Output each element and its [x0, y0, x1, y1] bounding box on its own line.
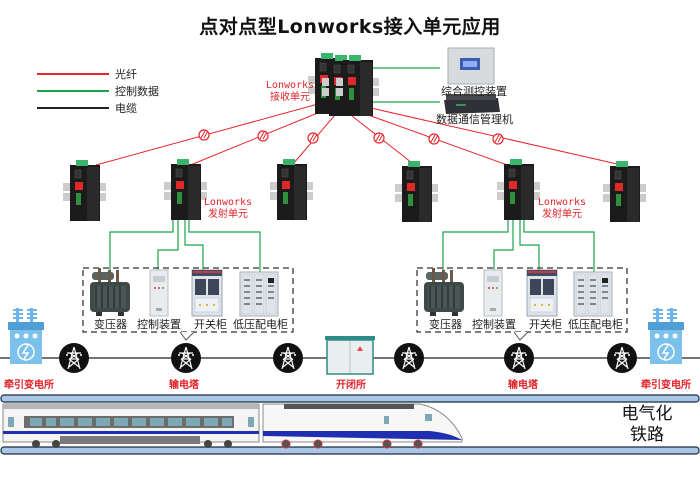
equipment-label: 低压配电柜: [233, 318, 288, 331]
tower-icon: [58, 342, 90, 374]
legend-control-label: 控制数据: [115, 85, 159, 98]
equipment-group-box-left: [82, 267, 294, 333]
receiver-label-line2: 接收单元: [270, 92, 310, 103]
equipment-label: 开关柜: [194, 318, 227, 331]
rail-top: [0, 394, 700, 403]
lv-cabinet-icon: [239, 271, 279, 317]
receiver-label: Lonworks 接收单元: [262, 80, 318, 104]
tower-icon: [503, 342, 535, 374]
switchgear-icon: [191, 269, 223, 317]
receiver-label-line1: Lonworks: [265, 80, 315, 91]
transmitter-label-line1: Lonworks: [203, 197, 253, 208]
tower-icon: [170, 342, 202, 374]
equipment-label: 低压配电柜: [568, 318, 623, 331]
fiber-break-markers: [198, 129, 504, 145]
switching-station-label: 开闭所: [336, 380, 366, 391]
switchgear-icon: [526, 269, 558, 317]
tower-icon: [393, 342, 425, 374]
group-pointer-right: [513, 331, 529, 341]
equipment-group-box-right: [416, 267, 628, 333]
control-lines-group-right: [442, 220, 595, 275]
transmitter-label-right: Lonworks 发射单元: [534, 197, 590, 221]
lv-cabinet-icon: [573, 271, 613, 317]
transmitter-label-line2: 发射单元: [542, 209, 582, 220]
train-icon: [2, 403, 463, 449]
tower-icon: [272, 342, 304, 374]
equipment-label: 控制装置: [137, 318, 181, 331]
transformer-icon: [423, 267, 465, 317]
diagram-title: 点对点型Lonworks接入单元应用: [199, 16, 501, 38]
equipment-label: 变压器: [94, 318, 127, 331]
equipment-label: 变压器: [429, 318, 462, 331]
transmitter-label-left: Lonworks 发射单元: [200, 197, 256, 221]
substation-icon-left: [7, 307, 45, 365]
substation-icon-right: [647, 307, 685, 365]
control-lines-center: [370, 67, 440, 103]
transformer-icon: [89, 267, 131, 317]
integrated-control-device-label: 综合测控装置: [441, 85, 507, 98]
rail-bottom: [0, 446, 700, 455]
control-device-icon: [483, 269, 503, 317]
tower-label-left: 输电塔: [169, 380, 199, 391]
data-comm-manager-label: 数据通信管理机: [436, 113, 513, 126]
integrated-control-device: [447, 47, 495, 85]
group-pointer-left: [179, 331, 195, 341]
legend-fiber-line: [37, 73, 109, 75]
legend-cable-line: [37, 107, 109, 109]
transmitter-label-line1: Lonworks: [537, 197, 587, 208]
data-comm-manager: [444, 94, 500, 114]
equipment-label: 控制装置: [472, 318, 516, 331]
legend-cable-label: 电缆: [115, 102, 137, 115]
tower-icon: [606, 342, 638, 374]
substation-label-right: 牵引变电所: [641, 380, 691, 391]
control-device-icon: [149, 269, 169, 317]
substation-label-left: 牵引变电所: [4, 380, 54, 391]
legend-fiber-label: 光纤: [115, 68, 137, 81]
railway-label-line2: 铁路: [630, 425, 664, 445]
legend-control-line: [37, 90, 109, 92]
transmitter-label-line2: 发射单元: [208, 209, 248, 220]
railway-label: 电气化 铁路: [617, 404, 677, 446]
tower-label-right: 输电塔: [508, 380, 538, 391]
control-lines-group-left: [109, 220, 261, 275]
receiver-unit: [307, 52, 380, 117]
switching-station-icon: [325, 336, 375, 375]
equipment-label: 开关柜: [529, 318, 562, 331]
railway-label-line1: 电气化: [621, 404, 673, 424]
